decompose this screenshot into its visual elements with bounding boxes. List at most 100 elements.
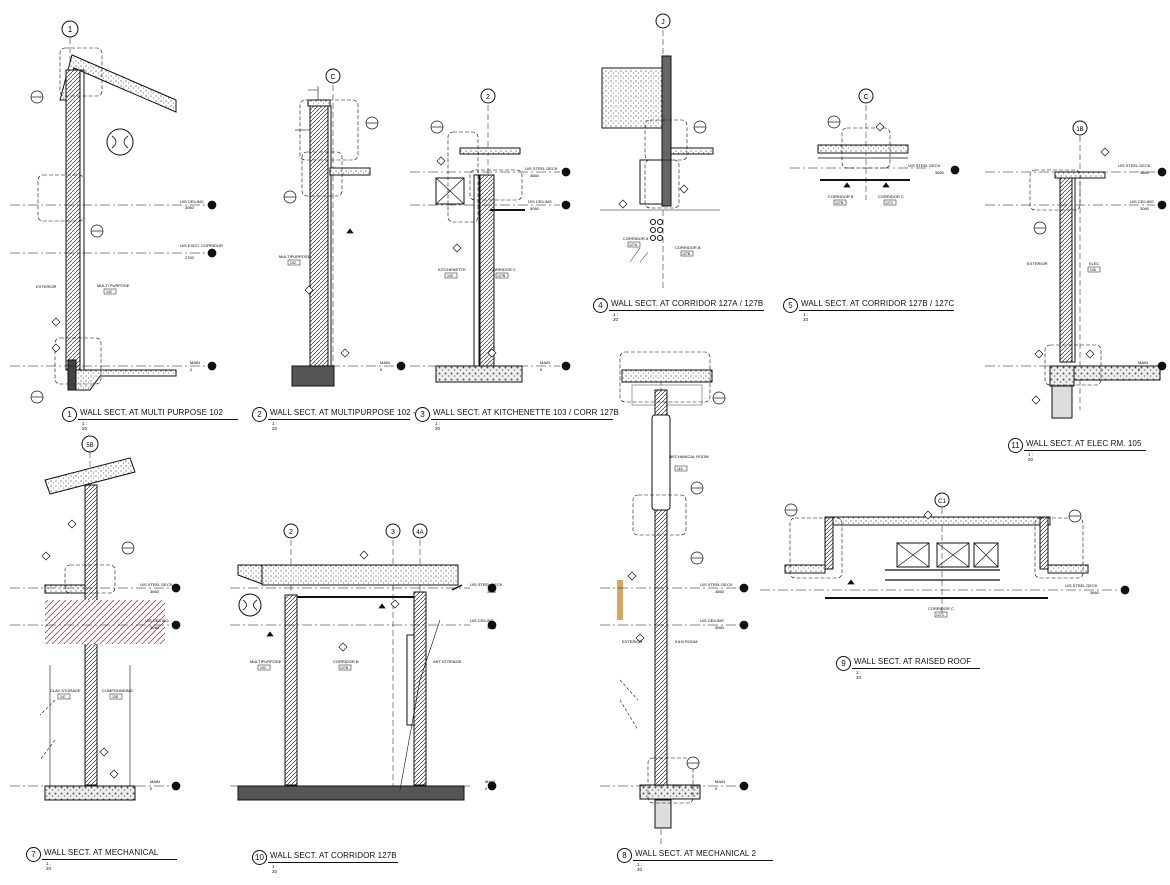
label-elev: 3060 <box>185 205 195 210</box>
label-us-steel-deck: U/S STEEL DECK <box>700 582 733 587</box>
section-5-drawing <box>790 105 930 200</box>
label-main: MAIN <box>715 779 725 784</box>
section-title-text: WALL SECT. AT KITCHENETTE 103 / CORR 127… <box>433 408 619 417</box>
svg-text:J: J <box>661 19 665 26</box>
room-mechanical-room: MECHANICAL ROOM <box>669 454 709 459</box>
section-scale: 1 : 20 <box>1028 452 1034 462</box>
grid-bubble-c: C <box>325 68 341 84</box>
label-elev: 0 <box>150 786 153 791</box>
section-title-text: WALL SECT. AT CORRIDOR 127A / 127B <box>611 299 764 308</box>
section-title-text: WALL SECT. AT CORRIDOR 127B <box>270 851 397 860</box>
room-tag: 102 <box>290 261 296 265</box>
label-us-ceiling: U/S CEILING <box>180 199 204 204</box>
title-underline <box>1024 450 1146 451</box>
section-4-callouts <box>618 120 707 209</box>
title-underline <box>431 419 613 420</box>
label-main: MAIN <box>150 779 160 784</box>
grid-bubble-5b: 5B <box>81 435 99 453</box>
section-scale: 1 : 20 <box>272 421 278 431</box>
svg-text:2: 2 <box>289 529 293 536</box>
label-us-ceiling: U/S CEILING <box>1130 199 1154 204</box>
label-elev: 0 <box>190 367 193 372</box>
room-tag: 127A <box>629 243 638 247</box>
room-tag: 127B <box>340 666 349 670</box>
label-elev: 0 <box>715 786 718 791</box>
label-elev: 3660 <box>1140 170 1150 175</box>
svg-text:1: 1 <box>68 25 73 34</box>
label-elev: 0 <box>540 367 543 372</box>
label-main: MAIN <box>190 360 200 365</box>
grid-bubble-1: 1 <box>61 20 79 38</box>
label-us-ceiling: U/S CEILING <box>700 618 724 623</box>
label-main: MAIN <box>380 360 390 365</box>
label-elev: 3660 <box>150 589 160 594</box>
section-scale: 1 : 20 <box>637 862 643 872</box>
section-7-drawing <box>10 452 170 801</box>
label-elev: 3060 <box>1140 206 1150 211</box>
label-elev: 3060 <box>150 625 160 630</box>
section-number: 2 <box>252 407 267 422</box>
title-underline <box>268 419 410 420</box>
section-scale: 1 : 20 <box>803 312 809 322</box>
section-number: 7 <box>26 847 41 862</box>
room-multipurpose: MULTIPURPOSE <box>250 659 282 664</box>
label-us-steel-deck: U/S STEEL DECK <box>525 166 558 171</box>
room-corridor-c: CORRIDOR C <box>928 606 954 611</box>
title-underline <box>799 310 954 311</box>
room-tag: 105 <box>1090 268 1096 272</box>
label-elev: 3660 <box>487 589 497 594</box>
label-us-ceiling: U/S CEILING <box>470 618 494 623</box>
room-multipurpose: MULTIPURPOSE <box>279 254 311 259</box>
section-scale: 1 : 20 <box>82 421 88 431</box>
room-art-storage: ART STORAGE <box>433 659 462 664</box>
label-us-ceiling: U/S CEILING <box>145 618 169 623</box>
label-elev: 3660 <box>715 589 725 594</box>
label-us-steel-deck: U/S STEEL DECK <box>470 582 503 587</box>
svg-text:4A: 4A <box>416 530 423 536</box>
section-number: 11 <box>1008 438 1023 453</box>
svg-text:2: 2 <box>486 94 490 101</box>
section-11-callouts <box>1031 147 1167 405</box>
label-main: MAIN <box>485 779 495 784</box>
section-scale: 1 : 20 <box>435 421 441 431</box>
room-corridor-b: CORRIDOR B <box>828 194 854 199</box>
room-clay-storage: CLAY STORAGE <box>50 688 81 693</box>
section-7-callouts <box>41 519 181 791</box>
section-10-drawing <box>230 540 470 801</box>
grid-bubble-2-b: 2 <box>283 523 299 539</box>
section-number: 8 <box>617 848 632 863</box>
label-us-exist-corridor: U/S EXIST. CORRIDOR <box>180 243 223 248</box>
section-2-callouts <box>283 116 406 371</box>
label-elev: 3660 <box>1090 590 1100 595</box>
section-10-callouts <box>266 550 497 791</box>
section-title-text: WALL SECT. AT MECHANICAL <box>44 848 159 857</box>
room-multi-purpose: MULTI PURPOSE <box>97 283 130 288</box>
room-corridor-c: CORRIDOR C <box>878 194 904 199</box>
room-tag: 127C <box>936 613 945 617</box>
label-elev: 2700 <box>185 255 195 260</box>
room-corridor-b: CORRIDOR B <box>675 245 701 250</box>
section-8-callouts <box>627 391 749 791</box>
section-number: 5 <box>783 298 798 313</box>
room-tag: 127B <box>835 201 844 205</box>
svg-text:5B: 5B <box>86 443 93 449</box>
label-main: MAIN <box>540 360 550 365</box>
room-tag: 108 <box>112 695 118 699</box>
section-5-callouts <box>827 115 960 188</box>
label-us-steel-deck: U/S STEEL DECK <box>140 582 173 587</box>
svg-text:C1: C1 <box>938 499 946 505</box>
label-elev: 3060 <box>715 625 725 630</box>
section-scale: 1 : 20 <box>272 864 278 874</box>
room-corridor-b: CORRIDOR B <box>333 659 359 664</box>
label-main: MAIN <box>1138 360 1148 365</box>
label-elev: 3060 <box>530 206 540 211</box>
section-9-callouts <box>784 503 1130 595</box>
section-scale: 1 : 20 <box>46 861 52 871</box>
label-us-ceiling: U/S CEILING <box>528 199 552 204</box>
section-1-callouts <box>30 90 217 404</box>
label-us-steel-deck: U/S STEEL DECK <box>1118 163 1151 168</box>
section-3-callouts <box>430 120 571 371</box>
room-corridor-a: CORRIDOR A <box>623 236 649 241</box>
room-compounding: COMPOUNDING <box>102 688 133 693</box>
